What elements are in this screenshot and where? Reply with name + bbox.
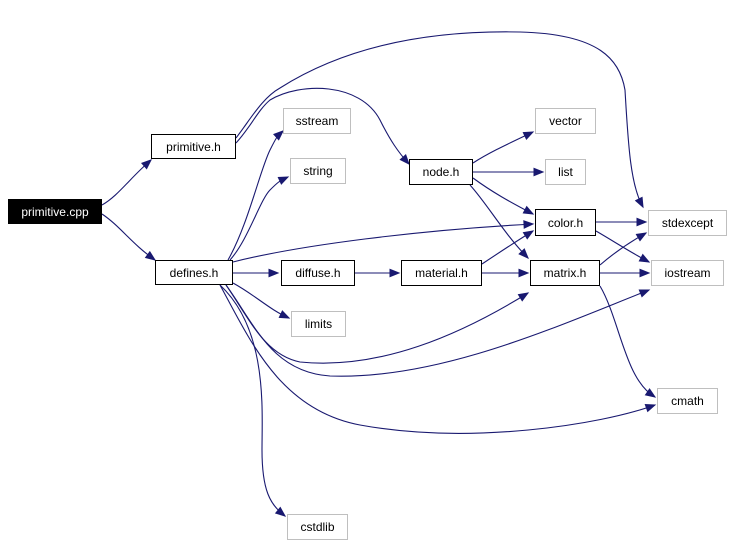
- arrowhead: [522, 131, 535, 141]
- edge-defines-h-to-string: [229, 176, 289, 261]
- arrowhead: [517, 292, 530, 302]
- arrowhead: [274, 506, 287, 517]
- node-label: list: [558, 165, 573, 179]
- arrowhead: [634, 196, 644, 209]
- arrowhead: [278, 310, 291, 319]
- node-label: node.h: [422, 165, 460, 179]
- node-limits: limits: [291, 311, 346, 337]
- arrowhead: [141, 159, 153, 170]
- node-label: diffuse.h: [295, 266, 341, 280]
- edge-node-h-to-color-h: [472, 177, 534, 215]
- arrowhead: [522, 205, 535, 215]
- arrowhead: [644, 404, 657, 413]
- arrowhead: [399, 154, 410, 166]
- edge-defines-h-to-iostream: [225, 284, 650, 377]
- node-label: sstream: [295, 114, 339, 128]
- node-primitive-h[interactable]: primitive.h: [151, 134, 236, 159]
- node-primitive-cpp[interactable]: primitive.cpp: [8, 199, 102, 224]
- edge-primitive-cpp-to-primitive-h: [101, 159, 152, 206]
- arrowhead: [638, 253, 651, 263]
- node-cstdlib: cstdlib: [287, 514, 348, 540]
- arrowhead: [518, 268, 530, 278]
- node-iostream: iostream: [651, 260, 724, 286]
- node-label: defines.h: [169, 265, 219, 280]
- arrowhead: [144, 250, 157, 261]
- arrowhead: [277, 176, 290, 185]
- arrowhead: [523, 220, 535, 229]
- node-matrix-h[interactable]: matrix.h: [530, 260, 600, 286]
- arrowhead: [518, 248, 529, 259]
- node-diffuse-h[interactable]: diffuse.h: [281, 260, 355, 286]
- node-label: matrix.h: [543, 266, 587, 280]
- node-label: iostream: [664, 266, 711, 280]
- edge-matrix-h-to-cmath: [599, 285, 656, 398]
- arrowhead: [639, 268, 651, 278]
- edge-primitive-h-to-node-h: [235, 87, 410, 165]
- arrowhead: [268, 268, 280, 278]
- edge-primitive-cpp-to-defines-h: [101, 213, 156, 261]
- edge-defines-h-to-cstdlib: [219, 284, 286, 517]
- node-label: cmath: [671, 394, 704, 408]
- node-label: material.h: [415, 266, 468, 280]
- node-list: list: [545, 159, 586, 185]
- edge-defines-h-to-sstream: [227, 130, 284, 261]
- node-label: limits: [304, 317, 333, 331]
- edge-defines-h-to-matrix-h: [225, 284, 529, 364]
- arrowhead: [644, 388, 657, 398]
- node-string: string: [290, 158, 346, 184]
- arrowhead: [389, 268, 401, 278]
- arrowhead: [635, 232, 648, 242]
- node-defines-h[interactable]: defines.h: [155, 260, 233, 285]
- node-label: string: [303, 164, 333, 178]
- node-color-h[interactable]: color.h: [535, 209, 596, 236]
- node-material-h[interactable]: material.h: [401, 260, 482, 286]
- node-stdexcept: stdexcept: [648, 210, 727, 236]
- node-label: color.h: [547, 215, 584, 230]
- edge-primitive-h-to-stdexcept: [235, 31, 644, 208]
- node-label: primitive.cpp: [21, 204, 89, 219]
- node-node-h[interactable]: node.h: [409, 159, 473, 185]
- node-label: primitive.h: [166, 139, 221, 154]
- edge-node-h-to-vector: [472, 131, 534, 164]
- arrowhead: [533, 167, 545, 177]
- node-label: stdexcept: [661, 216, 714, 230]
- arrowhead: [522, 230, 535, 240]
- node-cmath: cmath: [657, 388, 718, 414]
- edge-defines-h-to-cmath: [219, 284, 656, 434]
- arrowhead: [636, 217, 648, 227]
- node-sstream: sstream: [283, 108, 351, 134]
- node-label: vector: [549, 114, 582, 128]
- arrowhead: [273, 130, 285, 141]
- edge-defines-h-to-color-h: [232, 223, 534, 263]
- node-label: cstdlib: [300, 520, 335, 534]
- arrowhead: [638, 289, 651, 298]
- edge-node-h-to-matrix-h: [469, 184, 529, 259]
- node-vector: vector: [535, 108, 596, 134]
